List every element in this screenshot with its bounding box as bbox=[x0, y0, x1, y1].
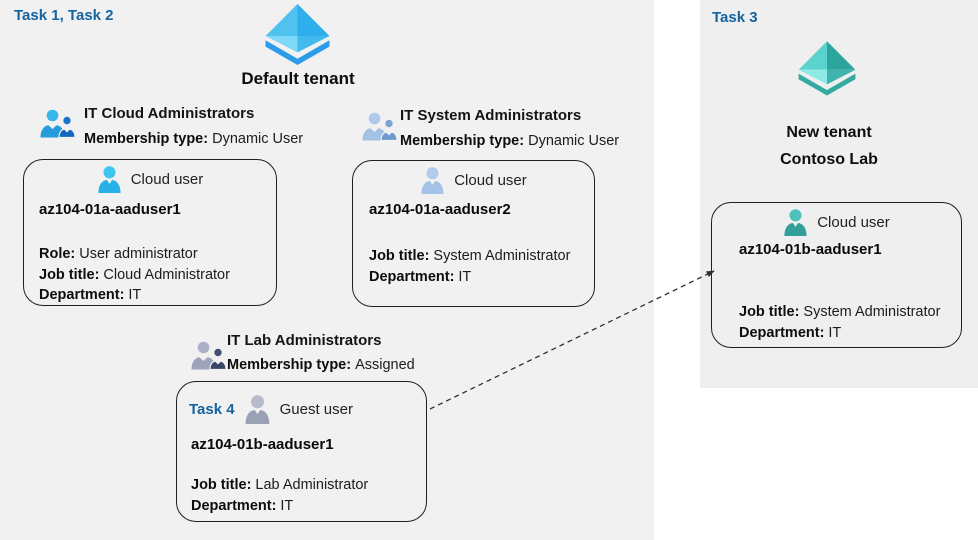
job-title-value: System Administrator bbox=[433, 248, 571, 264]
user-details: Role:User administrator Job title:Cloud … bbox=[39, 244, 230, 306]
group-title-system-admins: IT System Administrators bbox=[400, 107, 582, 124]
role-label: Role: bbox=[39, 246, 76, 262]
cloud-user-icon bbox=[421, 166, 444, 194]
job-title-line: Job title:Lab Administrator bbox=[191, 475, 368, 496]
card-header: Cloud user bbox=[712, 206, 961, 238]
user-name: az104-01a-aaduser1 bbox=[39, 201, 181, 218]
user-type-label: Cloud user bbox=[454, 171, 527, 189]
cloud-user-icon bbox=[784, 208, 807, 236]
task-1-2-label: Task 1, Task 2 bbox=[14, 7, 114, 24]
department-label: Department: bbox=[739, 324, 825, 341]
job-title-value: System Administrator bbox=[803, 304, 941, 320]
group-membership-lab-admins: Membership type:Assigned bbox=[227, 357, 415, 373]
user-details: Job title:Lab Administrator Department:I… bbox=[191, 475, 368, 516]
user-name: az104-01b-aaduser1 bbox=[191, 436, 334, 453]
group-icon-lab-admins bbox=[191, 341, 227, 371]
job-title-line: Job title:Cloud Administrator bbox=[39, 265, 230, 286]
card-header: Cloud user bbox=[24, 163, 276, 195]
guest-user-card-aaduser1: Task 4 Guest user az104-01b-aaduser1 Job… bbox=[176, 381, 427, 522]
department-line: Department:IT bbox=[39, 285, 230, 306]
task-3-label: Task 3 bbox=[712, 9, 758, 26]
department-line: Department:IT bbox=[369, 267, 570, 288]
group-icon-system-admins bbox=[362, 112, 398, 142]
role-line: Role:User administrator bbox=[39, 244, 230, 265]
default-tenant-region bbox=[0, 0, 654, 540]
card-header: Task 4 Guest user bbox=[177, 393, 426, 425]
default-tenant-icon bbox=[265, 3, 330, 65]
job-title-line: Job title:System Administrator bbox=[369, 246, 570, 267]
new-tenant-title-line1: New tenant bbox=[786, 124, 872, 141]
group-title-lab-admins: IT Lab Administrators bbox=[227, 332, 382, 349]
group-title-cloud-admins: IT Cloud Administrators bbox=[84, 105, 255, 122]
user-details: Job title:System Administrator Departmen… bbox=[369, 246, 570, 287]
role-value: User administrator bbox=[79, 246, 198, 262]
department-line: Department:IT bbox=[191, 496, 368, 517]
user-card-aaduser1: Cloud user az104-01a-aaduser1 Role:User … bbox=[23, 159, 277, 306]
user-name: az104-01b-aaduser1 bbox=[739, 241, 882, 258]
default-tenant-title: Default tenant bbox=[241, 69, 355, 88]
department-value: IT bbox=[458, 268, 472, 285]
new-tenant-icon bbox=[798, 41, 856, 96]
new-tenant-title-line2: Contoso Lab bbox=[780, 151, 878, 168]
user-name: az104-01a-aaduser2 bbox=[369, 201, 511, 218]
user-card-aaduser2: Cloud user az104-01a-aaduser2 Job title:… bbox=[352, 160, 595, 307]
department-label: Department: bbox=[39, 287, 125, 303]
card-header: Cloud user bbox=[353, 164, 594, 196]
membership-type-value: Dynamic User bbox=[212, 131, 304, 147]
job-title-label: Job title: bbox=[369, 248, 430, 264]
new-tenant-user-card: Cloud user az104-01b-aaduser1 Job title:… bbox=[711, 202, 962, 348]
group-membership-cloud-admins: Membership type:Dynamic User bbox=[84, 131, 303, 147]
job-title-label: Job title: bbox=[39, 266, 100, 283]
department-value: IT bbox=[128, 287, 142, 303]
department-label: Department: bbox=[369, 268, 455, 285]
group-membership-system-admins: Membership type:Dynamic User bbox=[400, 133, 619, 149]
user-type-label: Cloud user bbox=[130, 170, 204, 188]
job-title-value: Cloud Administrator bbox=[103, 266, 230, 283]
guest-user-icon bbox=[245, 394, 269, 424]
user-type-label: Cloud user bbox=[817, 213, 890, 231]
membership-type-label: Membership type: bbox=[400, 133, 525, 149]
job-title-value: Lab Administrator bbox=[255, 477, 369, 493]
group-icon-cloud-admins bbox=[40, 109, 76, 139]
membership-type-label: Membership type: bbox=[227, 357, 352, 373]
user-details: Job title:System Administrator Departmen… bbox=[739, 302, 940, 343]
cloud-user-icon bbox=[98, 165, 121, 193]
task-4-label: Task 4 bbox=[189, 400, 235, 418]
membership-type-value: Dynamic User bbox=[528, 133, 620, 149]
department-line: Department:IT bbox=[739, 323, 940, 344]
membership-type-label: Membership type: bbox=[84, 131, 209, 147]
membership-type-value: Assigned bbox=[355, 357, 415, 373]
user-type-label: Guest user bbox=[279, 400, 353, 418]
department-value: IT bbox=[828, 324, 842, 341]
job-title-line: Job title:System Administrator bbox=[739, 302, 940, 323]
department-label: Department: bbox=[191, 497, 277, 514]
department-value: IT bbox=[280, 497, 294, 514]
new-tenant-title: New tenant Contoso Lab bbox=[705, 119, 953, 173]
job-title-label: Job title: bbox=[739, 304, 800, 320]
job-title-label: Job title: bbox=[191, 477, 252, 493]
